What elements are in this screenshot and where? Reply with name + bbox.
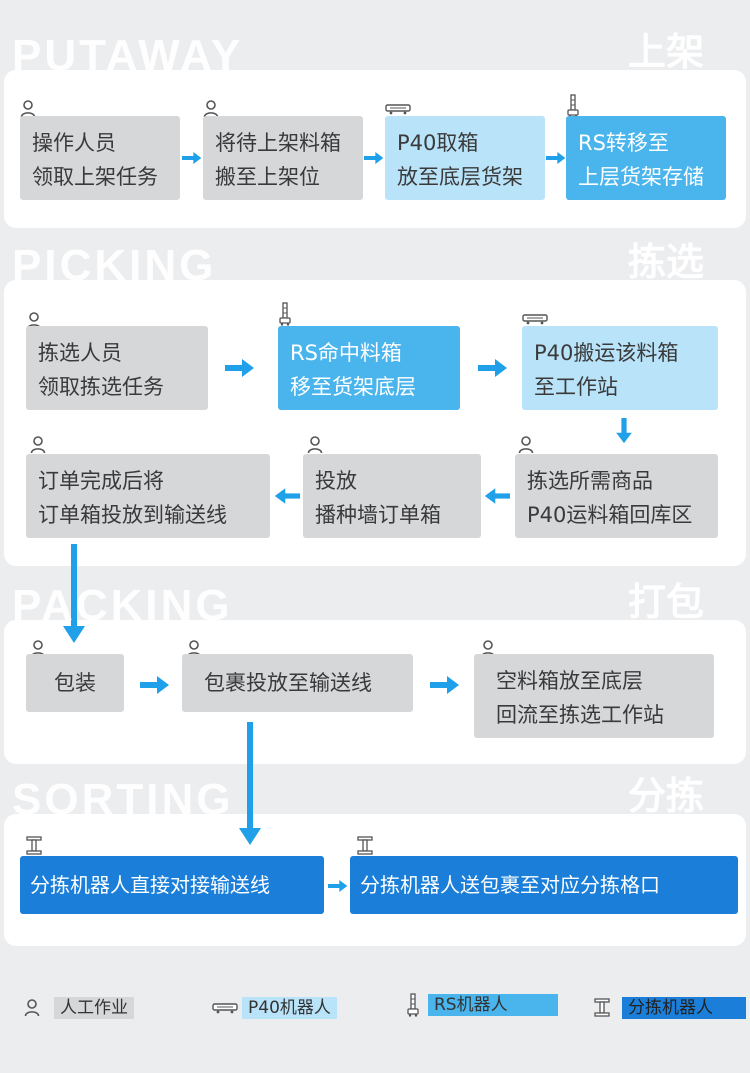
packing-step-1: 包装 <box>26 654 124 712</box>
putaway-step-4: RS转移至 上层货架存储 <box>566 116 726 200</box>
person-icon <box>30 436 46 454</box>
putaway-step-3: P40取箱 放至底层货架 <box>385 116 545 200</box>
picking-step-1: 拣选人员 领取拣选任务 <box>26 326 208 410</box>
legend-label: RS机器人 <box>428 994 558 1016</box>
arrow-right-icon <box>478 358 508 378</box>
rs-robot-icon <box>566 94 580 118</box>
section-title-putaway-cn: 上架 <box>627 30 704 74</box>
picking-step-2: RS命中料箱 移至货架底层 <box>278 326 460 410</box>
arrow-left-icon <box>274 486 300 506</box>
picking-step-4: 拣选所需商品 P40运料箱回库区 <box>515 454 718 538</box>
legend-label: 分拣机器人 <box>622 997 746 1019</box>
packing-step-2: 包裹投放至输送线 <box>182 654 413 712</box>
person-icon <box>307 436 323 454</box>
legend-item-sorter: 分拣机器人 <box>594 996 746 1020</box>
rs-robot-icon <box>278 302 292 326</box>
arrow-right-icon <box>182 149 202 167</box>
section-title-picking-cn: 拣选 <box>627 240 704 284</box>
p40-robot-icon <box>385 103 411 115</box>
legend-label: 人工作业 <box>54 997 134 1019</box>
putaway-step-2: 将待上架料箱 搬至上架位 <box>203 116 363 200</box>
sorting-step-2: 分拣机器人送包裹至对应分拣格口 <box>350 856 738 914</box>
arrow-down-icon <box>239 814 261 845</box>
sorting-robot-icon <box>357 836 373 856</box>
packing-step-3: 空料箱放至底层 回流至拣选工作站 <box>474 654 714 738</box>
arrow-right-icon <box>364 149 384 167</box>
sorting-robot-icon <box>594 998 610 1018</box>
picking-step-3: P40搬运该料箱 至工作站 <box>522 326 718 410</box>
arrow-right-icon <box>225 358 255 378</box>
legend-label: P40机器人 <box>242 997 337 1019</box>
legend-item-human: 人工作业 <box>24 996 134 1020</box>
person-icon <box>24 999 40 1017</box>
arrow-right-icon <box>328 877 348 895</box>
p40-robot-icon <box>212 1002 238 1014</box>
person-icon <box>518 436 534 454</box>
legend-item-p40: P40机器人 <box>212 996 337 1020</box>
putaway-step-1: 操作人员 领取上架任务 <box>20 116 180 200</box>
rs-robot-icon <box>406 993 420 1017</box>
arrow-down-icon <box>614 418 634 444</box>
section-title-packing-cn: 打包 <box>627 580 704 624</box>
p40-robot-icon <box>522 313 548 325</box>
sorting-step-1: 分拣机器人直接对接输送线 <box>20 856 324 914</box>
legend-item-rs: RS机器人 <box>406 990 558 1020</box>
picking-step-6: 订单完成后将 订单箱投放到输送线 <box>26 454 270 538</box>
sorting-robot-icon <box>26 836 42 856</box>
section-title-sorting-cn: 分拣 <box>627 774 704 818</box>
arrow-right-icon <box>430 675 460 695</box>
arrow-left-icon <box>484 486 510 506</box>
picking-step-5: 投放 播种墙订单箱 <box>303 454 481 538</box>
arrow-right-icon <box>546 149 566 167</box>
arrow-right-icon <box>140 675 170 695</box>
arrow-down-icon <box>63 620 85 643</box>
